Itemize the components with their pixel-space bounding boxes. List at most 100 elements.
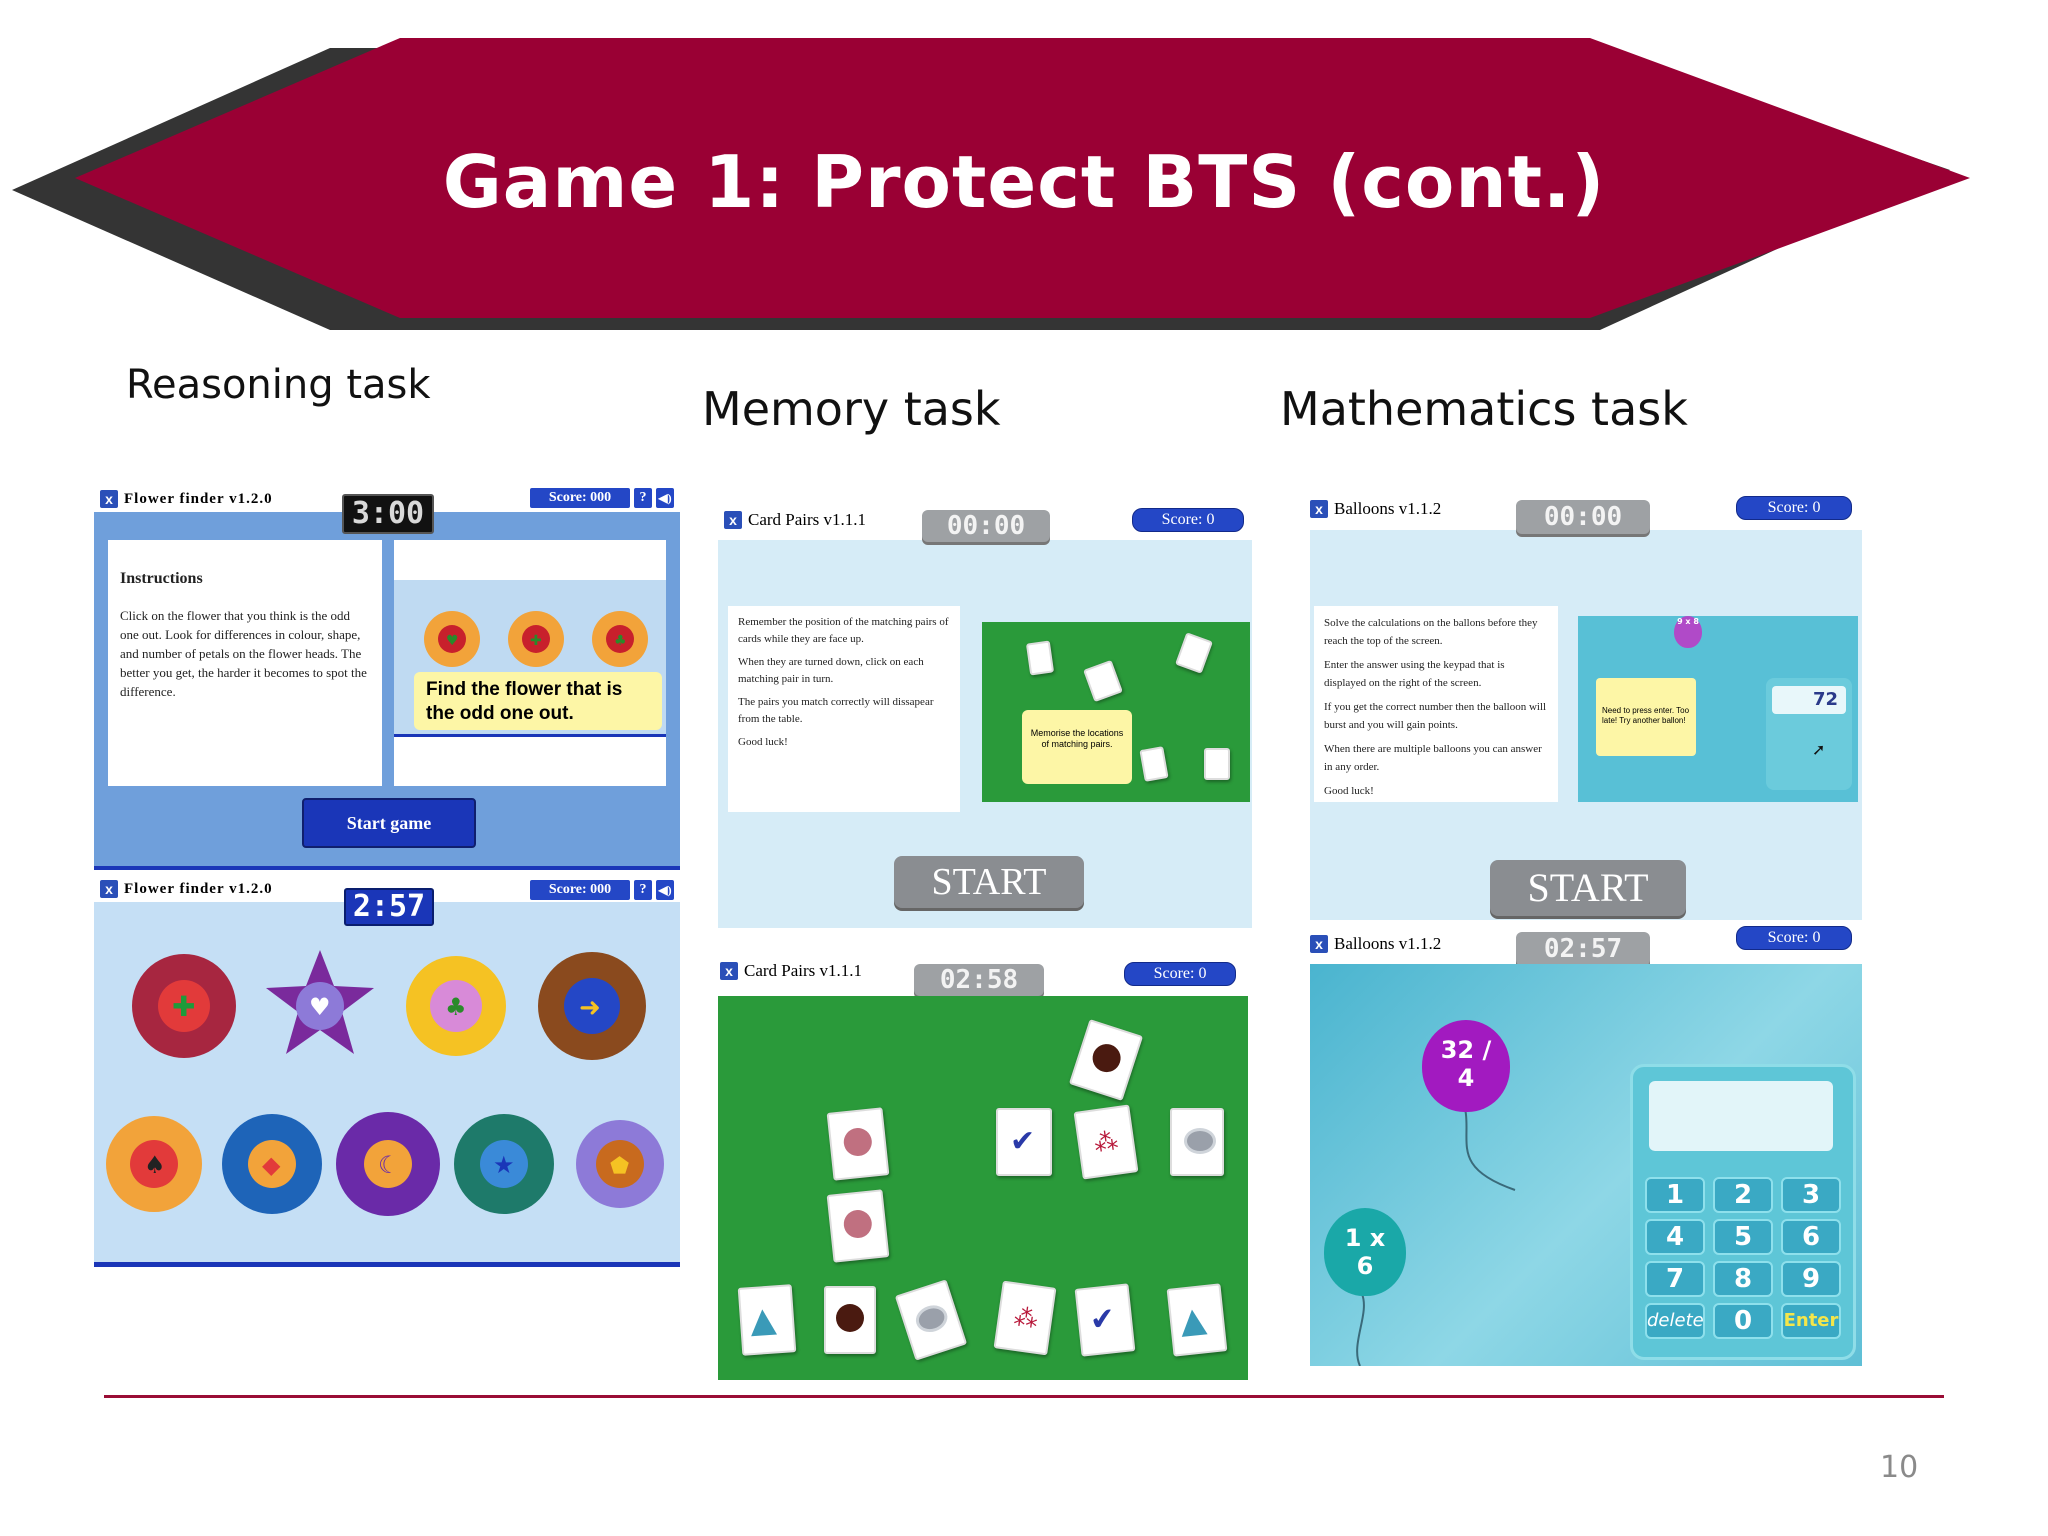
instruction-line: Remember the position of the matching pa… — [738, 616, 949, 645]
balloon-expression: 1 x — [1344, 1224, 1386, 1252]
instruction-line: If you get the correct number then the b… — [1324, 701, 1547, 731]
flower-3: ♣ — [406, 956, 506, 1056]
svg-text:➜: ➜ — [579, 993, 601, 1023]
key-9[interactable]: 9 — [1781, 1261, 1841, 1297]
card-table: ✔ ⁂ ▲ ⁂ ✔ ▲ — [718, 996, 1248, 1380]
key-0[interactable]: 0 — [1713, 1303, 1773, 1339]
app-title: Balloons v1.1.2 — [1334, 499, 1442, 518]
instructions-heading: Instructions — [120, 570, 203, 587]
preview-display: 72 — [1772, 686, 1846, 714]
slide-title: Game 1: Protect BTS (cont.) — [442, 140, 1606, 224]
instruction-line: Good luck! — [738, 736, 788, 748]
balloon-division: 32 / 4 — [1422, 1020, 1510, 1112]
instruction-line: When there are multiple balloons you can… — [1324, 743, 1542, 773]
sound-icon[interactable]: ◀) — [656, 488, 674, 508]
card-gray-ring[interactable] — [894, 1279, 968, 1361]
svg-text:♣: ♣ — [445, 993, 467, 1021]
instructions-text: Click on the flower that you think is th… — [120, 608, 367, 699]
close-icon[interactable]: x — [1310, 500, 1328, 518]
card-blue-check[interactable]: ✔ — [996, 1108, 1052, 1176]
timer: 02:58 — [914, 964, 1044, 996]
sound-icon[interactable]: ◀) — [656, 880, 674, 900]
sky-area: 32 / 4 1 x 6 1 2 3 4 5 6 7 8 9 delete 0 … — [1310, 964, 1862, 1366]
start-button[interactable]: START — [1490, 860, 1686, 916]
close-icon[interactable]: x — [720, 962, 738, 980]
card-brown-sphere[interactable] — [824, 1286, 876, 1354]
card-pairs-game-window: x Card Pairs v1.1.1 02:58 Score: 0 ✔ ⁂ ▲… — [714, 946, 1254, 1382]
keypad: 1 2 3 4 5 6 7 8 9 delete 0 Enter — [1630, 1064, 1856, 1360]
key-4[interactable]: 4 — [1645, 1219, 1705, 1255]
key-5[interactable]: 5 — [1713, 1219, 1773, 1255]
instructions-panel: Solve the calculations on the ballons be… — [1314, 606, 1558, 802]
svg-text:★: ★ — [493, 1151, 515, 1179]
preview-balloon: 9 x 8 — [1674, 616, 1702, 648]
card-teal-pyramid[interactable]: ▲ — [737, 1284, 797, 1356]
flower-9: ⬟ — [576, 1120, 664, 1208]
flower-8: ★ — [454, 1114, 554, 1214]
app-title: Flower finder v1.2.0 — [124, 880, 273, 897]
card — [1025, 640, 1055, 676]
instruction-line: The pairs you match correctly will dissa… — [738, 696, 934, 725]
app-title: Flower finder v1.2.0 — [124, 490, 273, 507]
help-icon[interactable]: ? — [634, 488, 652, 508]
card-brown-sphere[interactable] — [1068, 1019, 1144, 1101]
key-enter[interactable]: Enter — [1781, 1303, 1841, 1339]
hint-bubble: Find the flower that is the odd one out. — [414, 672, 662, 730]
balloon-multiplication: 1 x 6 — [1324, 1208, 1406, 1296]
score-display: Score: 000 — [530, 880, 630, 900]
flower-1: ✚ — [132, 954, 236, 1058]
timer: 3:00 — [342, 494, 434, 534]
instruction-line: Good luck! — [1324, 785, 1374, 797]
flower-4: ➜ — [538, 952, 646, 1060]
app-title: Card Pairs v1.1.1 — [744, 961, 863, 980]
card — [1083, 659, 1123, 703]
svg-text:♥: ♥ — [309, 993, 331, 1021]
card-gray-ring[interactable] — [1170, 1108, 1224, 1176]
svg-text:✚: ✚ — [172, 990, 195, 1023]
instruction-line: Enter the answer using the keypad that i… — [1324, 659, 1505, 689]
card-red-dots[interactable]: ⁂ — [1073, 1104, 1139, 1180]
app-title: Card Pairs v1.1.1 — [748, 510, 867, 529]
close-icon[interactable]: x — [1310, 935, 1328, 953]
preview-flowers: ♥ ✚ ♣ — [424, 611, 648, 667]
key-7[interactable]: 7 — [1645, 1261, 1705, 1297]
svg-text:⬟: ⬟ — [610, 1154, 629, 1179]
preview-note: Need to press enter. Too late! Try anoth… — [1596, 678, 1696, 756]
svg-text:♣: ♣ — [614, 633, 627, 649]
card-red-dots[interactable]: ⁂ — [993, 1280, 1057, 1356]
key-8[interactable]: 8 — [1713, 1261, 1773, 1297]
score-display: Score: 0 — [1124, 962, 1236, 986]
balloon-expression: 32 / — [1440, 1036, 1492, 1064]
answer-display[interactable] — [1649, 1081, 1833, 1151]
card-pink-sun[interactable] — [826, 1107, 890, 1181]
app-title: Balloons v1.1.2 — [1334, 934, 1442, 953]
balloons-game-window: x Balloons v1.1.2 02:57 Score: 0 32 / 4 … — [1310, 924, 1862, 1366]
key-1[interactable]: 1 — [1645, 1177, 1705, 1213]
score-display: Score: 000 — [530, 488, 630, 508]
card-teal-pyramid[interactable]: ▲ — [1166, 1283, 1228, 1357]
title-banner — [12, 38, 1970, 330]
card-blue-check[interactable]: ✔ — [1074, 1283, 1136, 1357]
footer-rule — [104, 1395, 1944, 1398]
flower-finder-game-window: x Flower finder v1.2.0 2:57 Score: 000 ?… — [94, 876, 680, 1267]
card-pink-sun[interactable] — [826, 1189, 890, 1263]
flower-2: ♥ — [266, 950, 374, 1054]
help-icon[interactable]: ? — [634, 880, 652, 900]
start-button[interactable]: START — [894, 856, 1084, 908]
balloon-expression: 6 — [1356, 1252, 1374, 1280]
key-3[interactable]: 3 — [1781, 1177, 1841, 1213]
reasoning-task-label: Reasoning task — [126, 362, 431, 408]
close-icon[interactable]: x — [724, 511, 742, 529]
close-icon[interactable]: x — [100, 490, 118, 508]
start-game-button[interactable]: Start game — [302, 798, 476, 848]
key-6[interactable]: 6 — [1781, 1219, 1841, 1255]
score-display: Score: 0 — [1736, 496, 1852, 520]
key-2[interactable]: 2 — [1713, 1177, 1773, 1213]
svg-text:♥: ♥ — [446, 633, 459, 649]
score-display: Score: 0 — [1132, 508, 1244, 532]
mathematics-task-label: Mathematics task — [1280, 382, 1688, 436]
instructions-panel: Remember the position of the matching pa… — [728, 606, 960, 812]
key-delete[interactable]: delete — [1645, 1303, 1705, 1339]
close-icon[interactable]: x — [100, 880, 118, 898]
flower-finder-intro-window: x Flower finder v1.2.0 3:00 Score: 000 ?… — [94, 486, 680, 870]
